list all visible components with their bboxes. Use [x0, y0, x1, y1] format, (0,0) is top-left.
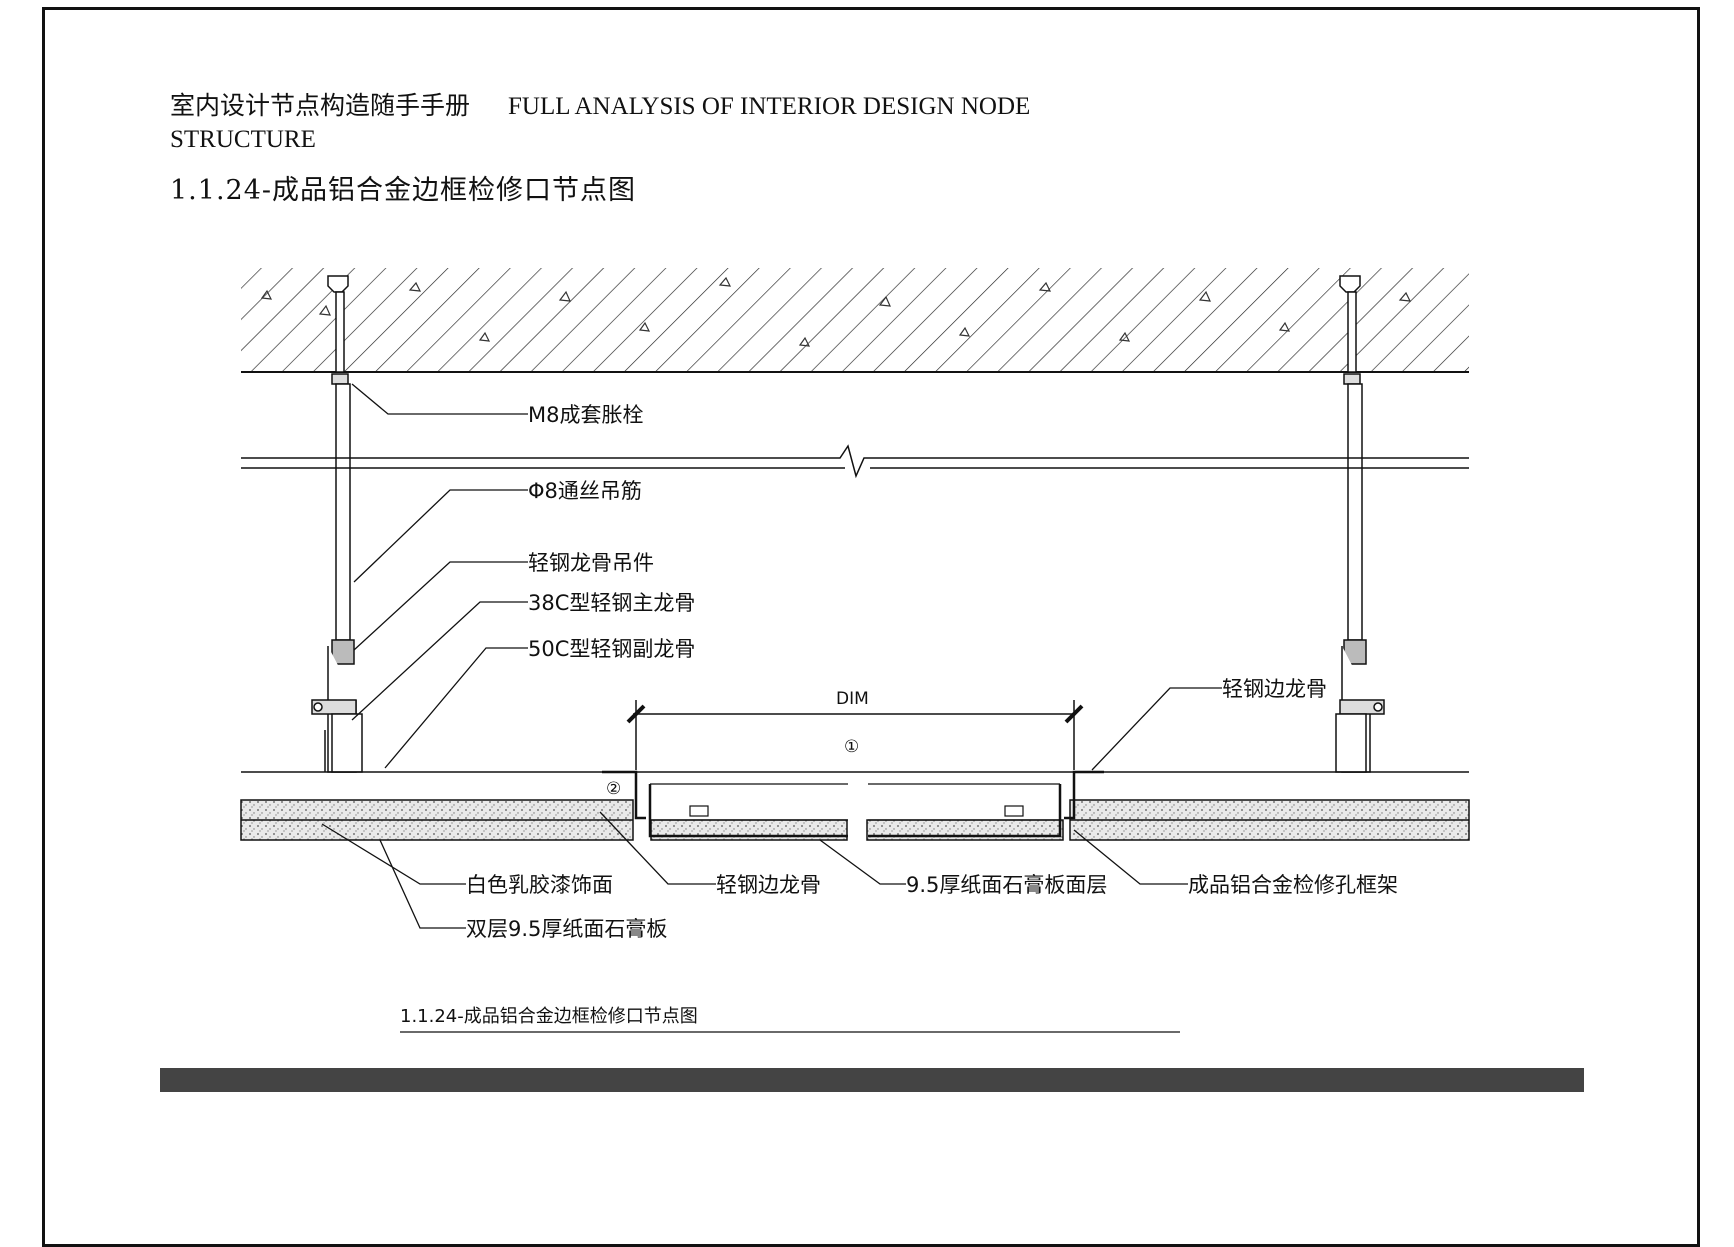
drawing-title: 1.1.24-成品铝合金边框检修口节点图	[170, 175, 637, 206]
label-edge-keel-right: 轻钢边龙骨	[1222, 677, 1327, 701]
hanger-rod-right	[1347, 383, 1363, 641]
label-main-keel: 38C型轻钢主龙骨	[528, 591, 695, 615]
header-title-en: FULL ANALYSIS OF INTERIOR DESIGN NODE	[508, 93, 1031, 120]
marker-1: ①	[844, 737, 859, 757]
hanger-rod-left	[335, 383, 351, 641]
keel-assembly-right	[1335, 639, 1385, 773]
marker-2: ②	[606, 779, 621, 799]
label-double-gypsum: 双层9.5厚纸面石膏板	[466, 917, 667, 941]
label-gypsum-face: 9.5厚纸面石膏板面层	[906, 873, 1107, 897]
label-hanger-clip: 轻钢龙骨吊件	[528, 551, 654, 575]
label-access-frame: 成品铝合金检修孔框架	[1188, 873, 1398, 897]
label-hanger-rod: Φ8通丝吊筋	[528, 479, 642, 503]
keel-assembly-left	[311, 639, 363, 773]
gypsum-boards	[240, 799, 1470, 841]
label-paint-finish: 白色乳胶漆饰面	[466, 873, 613, 897]
manual-header: 室内设计节点构造随手手册 FULL ANALYSIS OF INTERIOR DE…	[170, 90, 1030, 156]
leader-lines	[321, 383, 1222, 929]
dim-label: DIM	[836, 689, 869, 709]
footer-bar	[160, 1068, 1584, 1092]
label-secondary-keel: 50C型轻钢副龙骨	[528, 637, 695, 661]
label-anchor-bolt: M8成套胀栓	[528, 403, 643, 427]
dimension-line	[626, 700, 1084, 770]
header-title-cn: 室内设计节点构造随手手册	[170, 93, 471, 120]
label-edge-keel-bottom: 轻钢边龙骨	[716, 873, 821, 897]
header-title-en-2: STRUCTURE	[170, 126, 316, 153]
access-panel-frame	[602, 770, 1104, 838]
break-line	[241, 444, 1469, 479]
concrete-slab	[241, 268, 1469, 373]
drawing-caption: 1.1.24-成品铝合金边框检修口节点图	[400, 1006, 698, 1027]
